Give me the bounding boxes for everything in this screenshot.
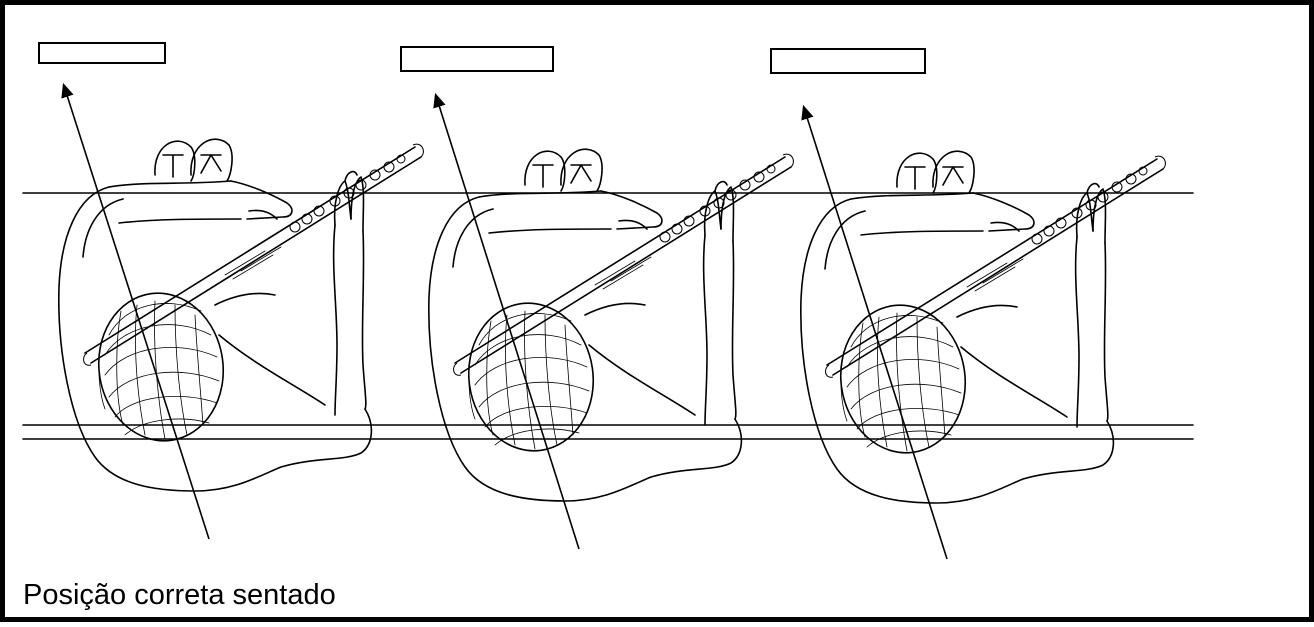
arrow-1	[65, 89, 209, 539]
label-box-2	[401, 47, 553, 71]
label-box-1	[39, 43, 165, 63]
flutist-illustration	[5, 5, 1314, 627]
label-box-3	[771, 49, 925, 73]
flutist-figure-2	[429, 149, 794, 501]
flutist-figure-3	[801, 151, 1166, 503]
caption: Posição correta sentado	[23, 579, 336, 612]
arrow-2	[437, 99, 579, 549]
arrow-3	[805, 111, 947, 559]
